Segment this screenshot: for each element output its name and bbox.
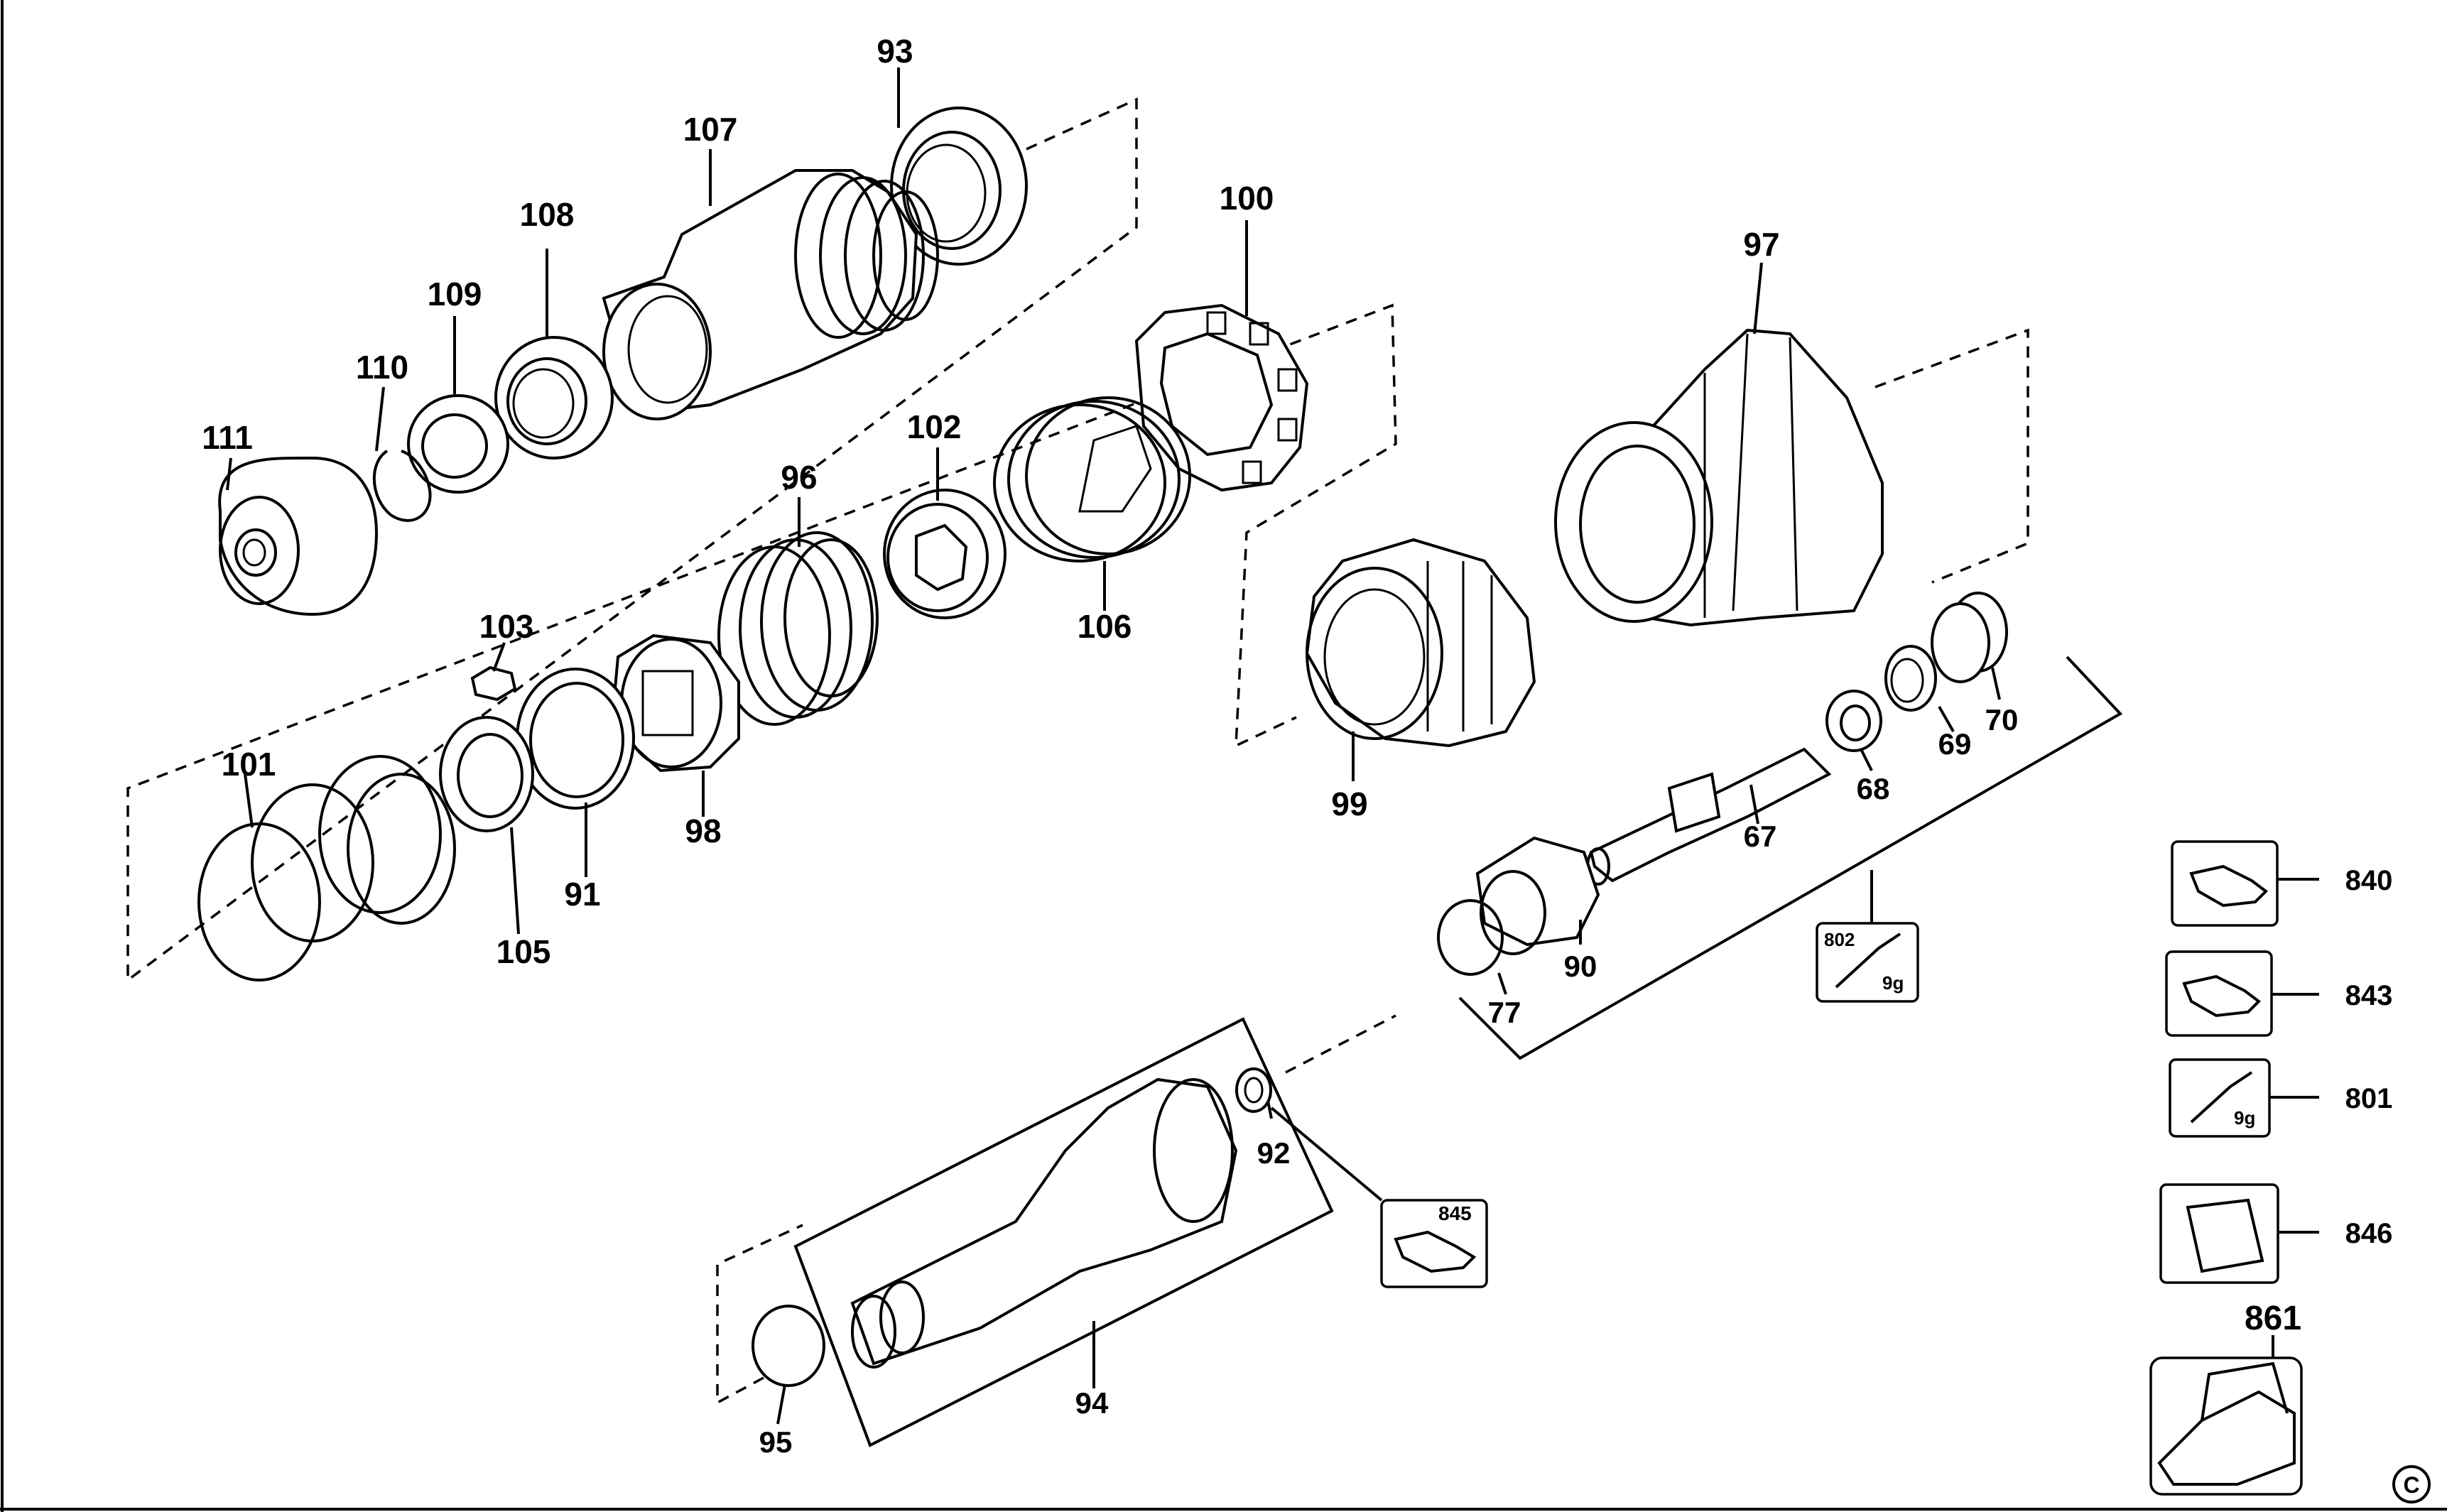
label-97: 97	[1743, 226, 1779, 263]
part-94-frame	[793, 1017, 1334, 1447]
label-94: 94	[1075, 1386, 1109, 1420]
label-98: 98	[685, 812, 721, 849]
label-93: 93	[877, 33, 913, 70]
part-99-gear-ring	[1305, 538, 1536, 748]
kit-802-weight: 9g	[1882, 972, 1904, 994]
part-68-bearing	[1825, 690, 1882, 752]
label-861: 861	[2245, 1300, 2301, 1337]
label-90: 90	[1564, 950, 1597, 983]
part-97-gear-housing	[1554, 328, 1884, 627]
kit-801-box: 9g	[2169, 1058, 2319, 1138]
part-67-striker-shaft	[1586, 747, 1832, 886]
kit-845-label: 845	[1438, 1202, 1472, 1224]
spindle-kit-bracket	[1458, 656, 2123, 1060]
label-95: 95	[759, 1425, 793, 1459]
part-105-washer	[439, 716, 534, 832]
part-111-nose-cap	[218, 456, 379, 616]
part-90-guide-sleeve	[1475, 836, 1600, 955]
part-107-boot	[602, 169, 939, 420]
part-103-key	[470, 665, 517, 702]
label-101: 101	[222, 746, 276, 783]
label-105: 105	[497, 933, 551, 970]
label-843: 843	[2345, 980, 2393, 1011]
label-846: 846	[2345, 1218, 2393, 1249]
kit-846-box	[2159, 1183, 2319, 1284]
part-69-ring	[1884, 645, 1937, 712]
label-801: 801	[2345, 1083, 2393, 1114]
part-91-washer	[516, 668, 635, 810]
label-68: 68	[1857, 772, 1890, 805]
kit-840-box	[2171, 840, 2319, 927]
copyright-symbol: C	[2403, 1472, 2419, 1498]
label-106: 106	[1078, 608, 1132, 645]
label-109: 109	[428, 276, 482, 312]
label-108: 108	[520, 196, 575, 233]
leader-lines	[226, 67, 2001, 1425]
label-99: 99	[1331, 785, 1367, 822]
label-96: 96	[781, 459, 817, 496]
copyright-mark: C	[2392, 1465, 2431, 1503]
label-91: 91	[564, 876, 600, 913]
label-840: 840	[2345, 865, 2393, 896]
kit-861-case	[2149, 1335, 2303, 1496]
part-100-clutch-ring	[1134, 303, 1309, 492]
part-77-o-ring	[1437, 899, 1504, 976]
label-92: 92	[1257, 1136, 1291, 1170]
part-number-labels: 93 107 108 109 110 111 100 97 102 96 106…	[202, 33, 2392, 1459]
part-70-bushing	[1931, 592, 2008, 683]
kit-802-box: 802 9g	[1816, 922, 1919, 1003]
part-109-washer	[407, 394, 509, 494]
label-110: 110	[356, 349, 408, 386]
kit-843-box	[2165, 950, 2319, 1037]
kit-845-box: 845	[1380, 1199, 1488, 1288]
label-100: 100	[1220, 180, 1274, 217]
part-95-o-ring	[752, 1305, 825, 1387]
label-67: 67	[1744, 820, 1777, 853]
housing-group-boundary	[1874, 328, 2029, 584]
label-102: 102	[907, 408, 962, 445]
kit-801-weight: 9g	[2234, 1107, 2255, 1128]
label-77: 77	[1488, 996, 1521, 1029]
label-103: 103	[479, 608, 534, 645]
part-102-hex-ring	[883, 489, 1007, 619]
upper-group-boundary	[126, 97, 1397, 983]
part-94-tool-holder	[850, 1077, 1238, 1369]
part-110-circlip	[372, 450, 432, 522]
part-96-sleeve	[717, 531, 879, 726]
part-108-seal	[494, 336, 614, 459]
label-70: 70	[1985, 703, 2019, 736]
part-106-spring	[993, 396, 1191, 562]
spindle-group-boundary	[1285, 1014, 1396, 1074]
label-111: 111	[202, 419, 253, 456]
kit-802-label: 802	[1824, 929, 1855, 950]
label-69: 69	[1938, 727, 1972, 761]
tool-holder-boundary	[716, 1224, 803, 1405]
part-92-ring	[1235, 1067, 1272, 1113]
part-101-spring	[197, 755, 456, 981]
label-107: 107	[683, 111, 738, 148]
